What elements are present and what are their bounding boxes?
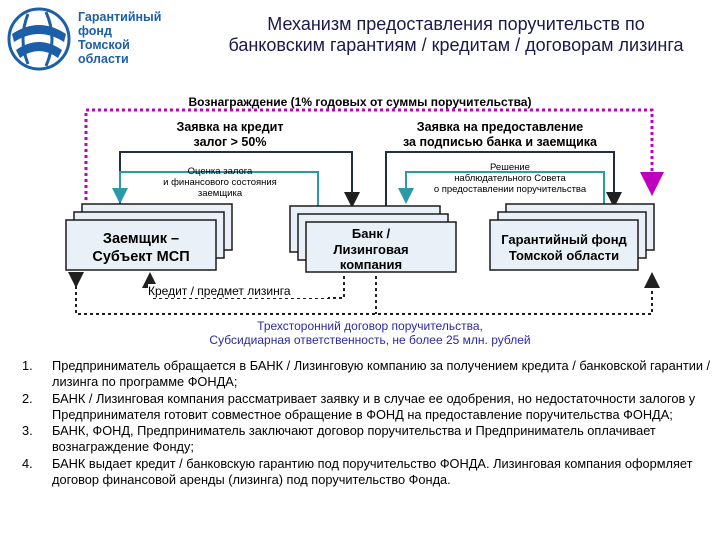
fund-box — [489, 203, 655, 271]
fund-line2: Томской области — [508, 248, 620, 263]
step-text: БАНК, ФОНД, Предприниматель заключают до… — [52, 423, 656, 455]
list-item: 3. БАНК, ФОНД, Предприниматель заключают… — [22, 423, 712, 456]
list-item: 1. Предприниматель обращается в БАНК / Л… — [22, 358, 712, 391]
decision-line — [398, 171, 605, 206]
step-number: 3. — [22, 423, 33, 439]
fund-logo: Гарантийный фонд Томской области — [6, 6, 188, 72]
list-item: 4. БАНК выдает кредит / банковскую гаран… — [22, 456, 712, 489]
step-number: 4. — [22, 455, 33, 471]
collateral-line3: заемщика — [197, 188, 243, 199]
fee-flow-line — [84, 108, 664, 200]
bank-line2: Лизинговая — [333, 241, 409, 257]
guarantee-application-line — [385, 151, 622, 208]
step-text: БАНК выдает кредит / банковскую гарантию… — [52, 455, 693, 488]
title-line: Механизм предоставления поручительств по — [267, 14, 645, 34]
list-item: 2. БАНК / Лизинговая компания рассматрив… — [22, 391, 712, 424]
guarantee-application-line1: Заявка на предоставление — [416, 120, 584, 134]
borrower-line2: Субъект МСП — [92, 249, 190, 265]
guarantee-application-label: Заявка на предоставление за подписью бан… — [385, 120, 615, 150]
borrower-line1: Заемщик – — [102, 231, 180, 247]
collateral-line1: Оценка залога — [187, 166, 253, 177]
step-text: БАНК / Лизинговая компания рассматривает… — [52, 390, 696, 422]
globe-icon — [7, 7, 71, 71]
logo-line: Томской — [78, 38, 130, 52]
bank-line1: Банк / — [351, 226, 391, 241]
contract-flow-line — [68, 272, 660, 315]
collateral-line2: и финансового состояния — [163, 177, 277, 188]
bank-label: Банк / Лизинговая компания — [296, 226, 446, 273]
step-number: 2. — [22, 390, 33, 406]
borrower-label: Заемщик – Субъект МСП — [66, 230, 216, 266]
borrower-box — [65, 203, 233, 271]
logo-text: Гарантийный фонд Томской области — [78, 10, 161, 66]
credit-label: Кредит / предмет лизинга — [148, 284, 328, 298]
logo-line: Гарантийный — [78, 10, 162, 24]
credit-application-line2: залог > 50% — [193, 135, 267, 149]
fee-label: Вознаграждение (1% годовых от суммы пору… — [188, 95, 532, 109]
logo-line: фонд — [78, 24, 112, 38]
steps-list: 1. Предприниматель обращается в БАНК / Л… — [22, 358, 712, 488]
logo-line: области — [78, 52, 129, 66]
collateral-assessment-label: Оценка залога и финансового состояния за… — [140, 166, 300, 199]
contract-label: Трехсторонний договор поручительства, Су… — [150, 319, 590, 347]
step-number: 1. — [22, 358, 33, 373]
decision-label: Решение наблюдательного Совета о предост… — [418, 162, 602, 195]
credit-application-line1: Заявка на кредит — [176, 120, 284, 134]
decision-line1: Решение — [490, 162, 530, 173]
credit-application-label: Заявка на кредит залог > 50% — [150, 120, 310, 150]
fund-label: Гарантийный фонд Томской области — [490, 232, 638, 264]
title-line: банковским гарантиям / кредитам / догово… — [228, 35, 684, 55]
decision-line2: наблюдательного Совета — [454, 173, 566, 184]
step-text: Предприниматель обращается в БАНК / Лизи… — [52, 358, 711, 390]
decision-line3: о предоставлении поручительства — [433, 184, 587, 195]
contract-line2: Субсидиарная ответственность, не более 2… — [209, 333, 531, 347]
guarantee-application-line2: за подписью банка и заемщика — [403, 135, 597, 149]
flow-diagram — [65, 108, 664, 315]
contract-line1: Трехсторонний договор поручительства, — [257, 319, 483, 333]
page-title: Механизм предоставления поручительств по… — [196, 14, 716, 56]
bank-box — [289, 205, 457, 273]
collateral-assessment-line — [112, 171, 319, 206]
bank-line3: компания — [339, 257, 403, 272]
fund-line1: Гарантийный фонд — [501, 232, 627, 247]
